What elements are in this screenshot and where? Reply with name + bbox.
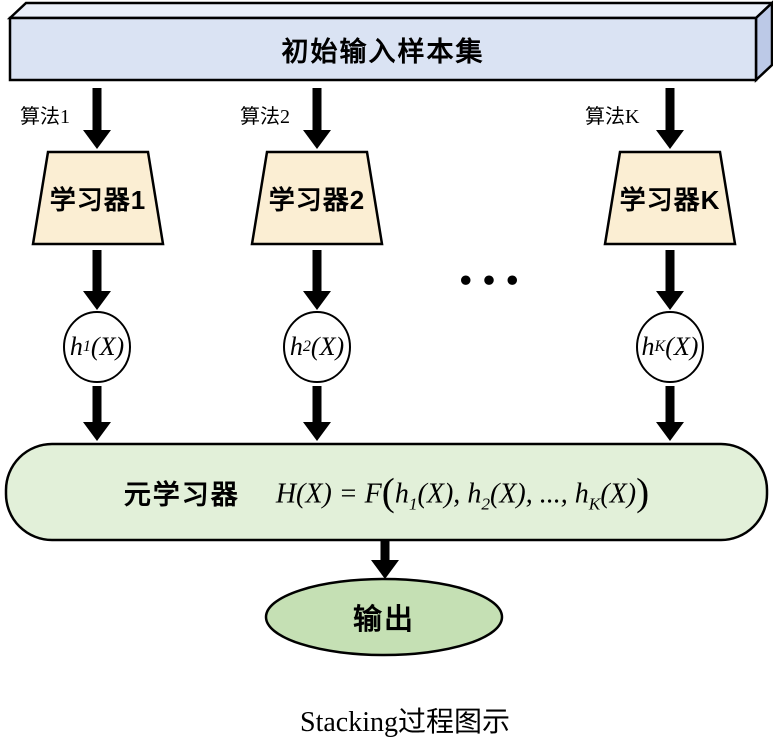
arrow-meta-to-output — [371, 540, 399, 579]
learner-1-shape — [31, 150, 165, 246]
input-box-label: 初始输入样本集 — [281, 36, 485, 67]
arrow-learner-1-to-h1 — [83, 250, 111, 310]
formula-term2-sub: 2 — [481, 493, 490, 513]
h2-args: (X) — [310, 332, 345, 361]
formula-term2-rest: (X), ..., — [490, 478, 575, 510]
formula-term1-base: h — [394, 478, 409, 510]
learner-k-label: 学习器K — [619, 184, 721, 215]
meta-learner-label: 元学习器 — [123, 479, 240, 510]
algorithm-k-label: 算法K — [585, 106, 640, 128]
hypothesis-k-shape — [636, 311, 704, 383]
ellipsis-dots: ••• — [457, 265, 527, 297]
formula-term3-base: h — [574, 478, 589, 510]
learner-k-shape — [603, 150, 737, 246]
hk-args: (X) — [665, 332, 699, 361]
arrow-learner-2-to-h2 — [303, 250, 331, 310]
hypothesis-2-shape — [283, 311, 351, 383]
algorithm-2-label: 算法2 — [240, 106, 290, 128]
input-box-top-face — [6, 1, 773, 20]
formula-term1-sub: 1 — [408, 493, 418, 513]
h1-args: (X) — [90, 332, 125, 361]
diagram-caption: Stacking过程图示 — [300, 707, 510, 738]
formula-term1-rest: (X), — [417, 478, 468, 510]
h2-base: h — [289, 332, 303, 361]
output-shape — [264, 577, 504, 657]
learner-1-label: 学习器1 — [49, 184, 147, 215]
hk-base: h — [641, 332, 655, 361]
learner-2-shape — [250, 150, 384, 246]
arrow-input-to-learner-2 — [303, 88, 331, 149]
output-label: 输出 — [352, 604, 415, 636]
arrow-h2-to-meta — [303, 386, 331, 441]
arrow-learner-k-to-hk — [656, 250, 684, 310]
algorithm-1-label: 算法1 — [20, 106, 70, 128]
formula-close-paren: ) — [636, 470, 650, 514]
formula-head: H(X) = F — [275, 478, 382, 510]
hypothesis-1-shape — [63, 311, 131, 383]
formula-open-paren: ( — [381, 470, 395, 514]
input-box-shape — [6, 0, 773, 83]
meta-learner-content: 元学习器 H(X) = F(h1(X), h2(X), ..., hK(X)) — [6, 444, 767, 540]
arrow-input-to-learner-k — [656, 88, 684, 149]
learner-2-label: 学习器2 — [268, 184, 366, 215]
formula-term2-base: h — [467, 478, 482, 510]
arrow-h1-to-meta — [83, 386, 111, 441]
input-box-front-face — [8, 16, 758, 82]
arrow-input-to-learner-1 — [83, 88, 111, 149]
arrow-hk-to-meta — [656, 386, 684, 441]
meta-learner-formula: H(X) = F(h1(X), h2(X), ..., hK(X)) — [276, 470, 649, 515]
h1-base: h — [69, 332, 83, 361]
input-box-side-face — [754, 0, 773, 83]
formula-term3-sub: K — [588, 493, 601, 513]
formula-term3-rest: (X) — [600, 478, 637, 510]
